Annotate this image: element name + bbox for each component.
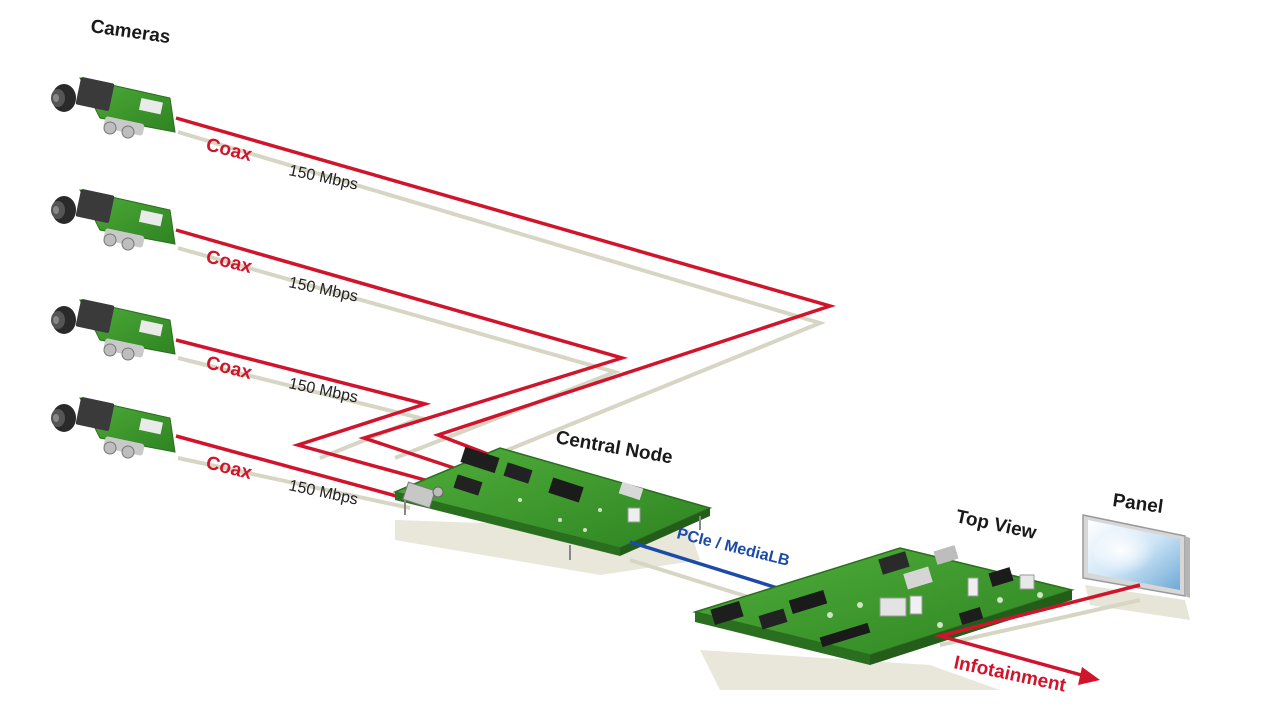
coax-line-4 — [175, 434, 401, 499]
camera-module-icon — [51, 189, 176, 251]
coax-shadow-2 — [177, 246, 622, 460]
display-panel-icon — [1082, 514, 1190, 598]
camera-module-icon — [51, 77, 176, 139]
cameras-label: Cameras — [89, 16, 171, 48]
coax-shadow-1 — [177, 130, 827, 464]
coax-lines — [175, 116, 836, 499]
camera-module-icon — [51, 299, 176, 361]
camera-module-4 — [51, 397, 176, 459]
pcie-medialb-line — [629, 540, 801, 597]
pcb-board-icon — [392, 446, 713, 560]
coax-line-2 — [175, 228, 629, 472]
rate-label-3: 150 Mbps — [287, 375, 359, 406]
infotainment-line — [933, 583, 1141, 678]
camera-module-2 — [51, 189, 176, 251]
camera-module-3 — [51, 299, 176, 361]
camera-module-1 — [51, 77, 176, 139]
cameras-group — [51, 77, 176, 459]
coax-line-1 — [175, 116, 836, 460]
panel-display — [1082, 514, 1190, 598]
coax-line-3 — [175, 338, 432, 482]
coax-shadow-3 — [177, 356, 427, 460]
arrow-right-icon — [1078, 667, 1100, 685]
coax-shadow-4 — [177, 456, 411, 510]
infotainment-label: Infotainment — [952, 652, 1069, 696]
central-node-label: Central Node — [554, 427, 674, 468]
central-node-board — [392, 446, 713, 560]
top-view-board — [692, 545, 1075, 665]
panel-label: Panel — [1111, 490, 1164, 518]
top-view-shadow — [700, 650, 1000, 690]
top-view-label: Top View — [954, 506, 1038, 544]
infotainment-shadow — [939, 598, 1141, 647]
coax-label-4: Coax — [204, 452, 255, 484]
infotainment-connection — [933, 583, 1141, 685]
pcb-board-icon — [692, 545, 1075, 665]
camera-module-icon — [51, 397, 176, 459]
